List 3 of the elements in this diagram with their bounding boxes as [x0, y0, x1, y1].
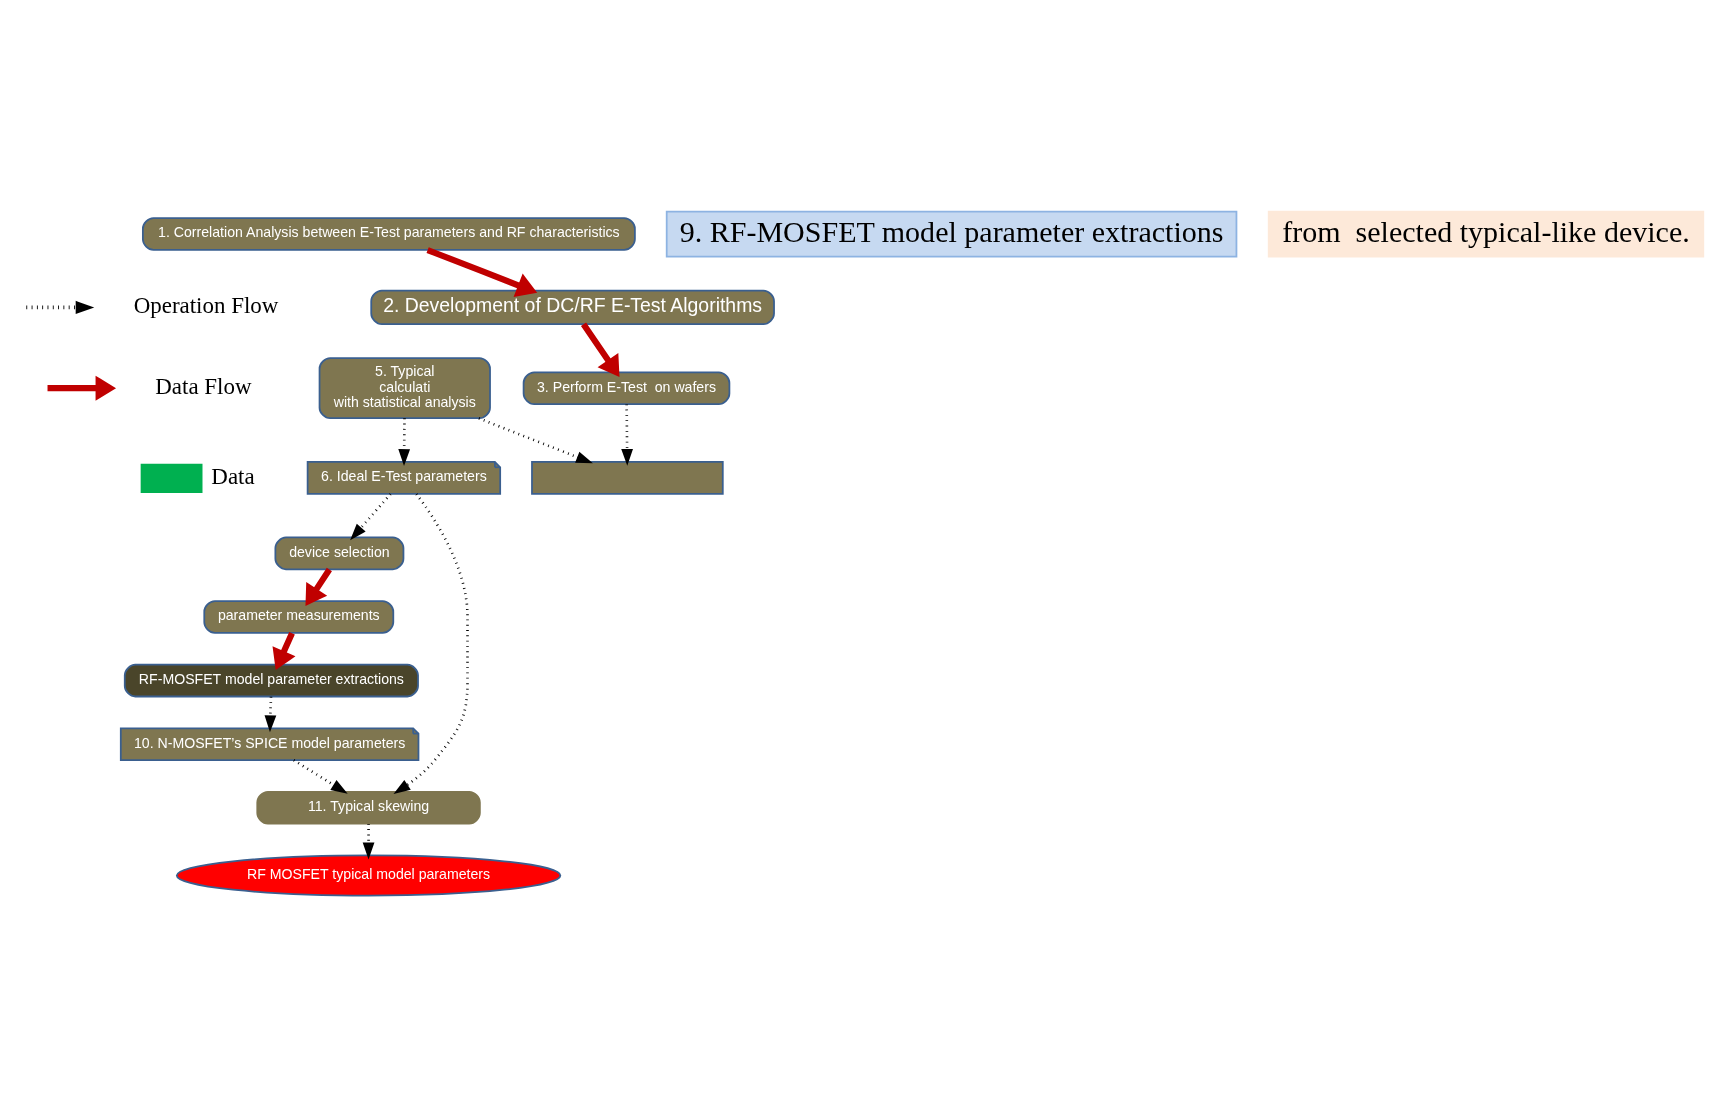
legend-label: Operation Flow	[133, 292, 279, 318]
legend-label: Data	[211, 463, 255, 489]
legend-label: Data Flow	[155, 373, 252, 399]
